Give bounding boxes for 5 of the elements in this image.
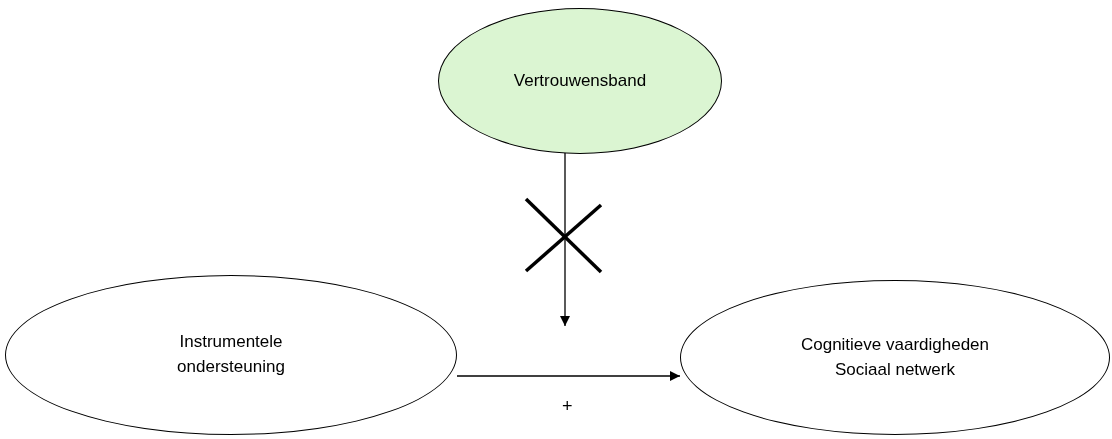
node-label: Cognitieve vaardigheden Sociaal netwerk: [799, 333, 991, 381]
arrow: [456, 370, 681, 382]
arrow: [559, 152, 571, 327]
node-label: Vertrouwensband: [513, 69, 647, 92]
node-label: Instrumentele ondersteuning: [176, 331, 286, 378]
